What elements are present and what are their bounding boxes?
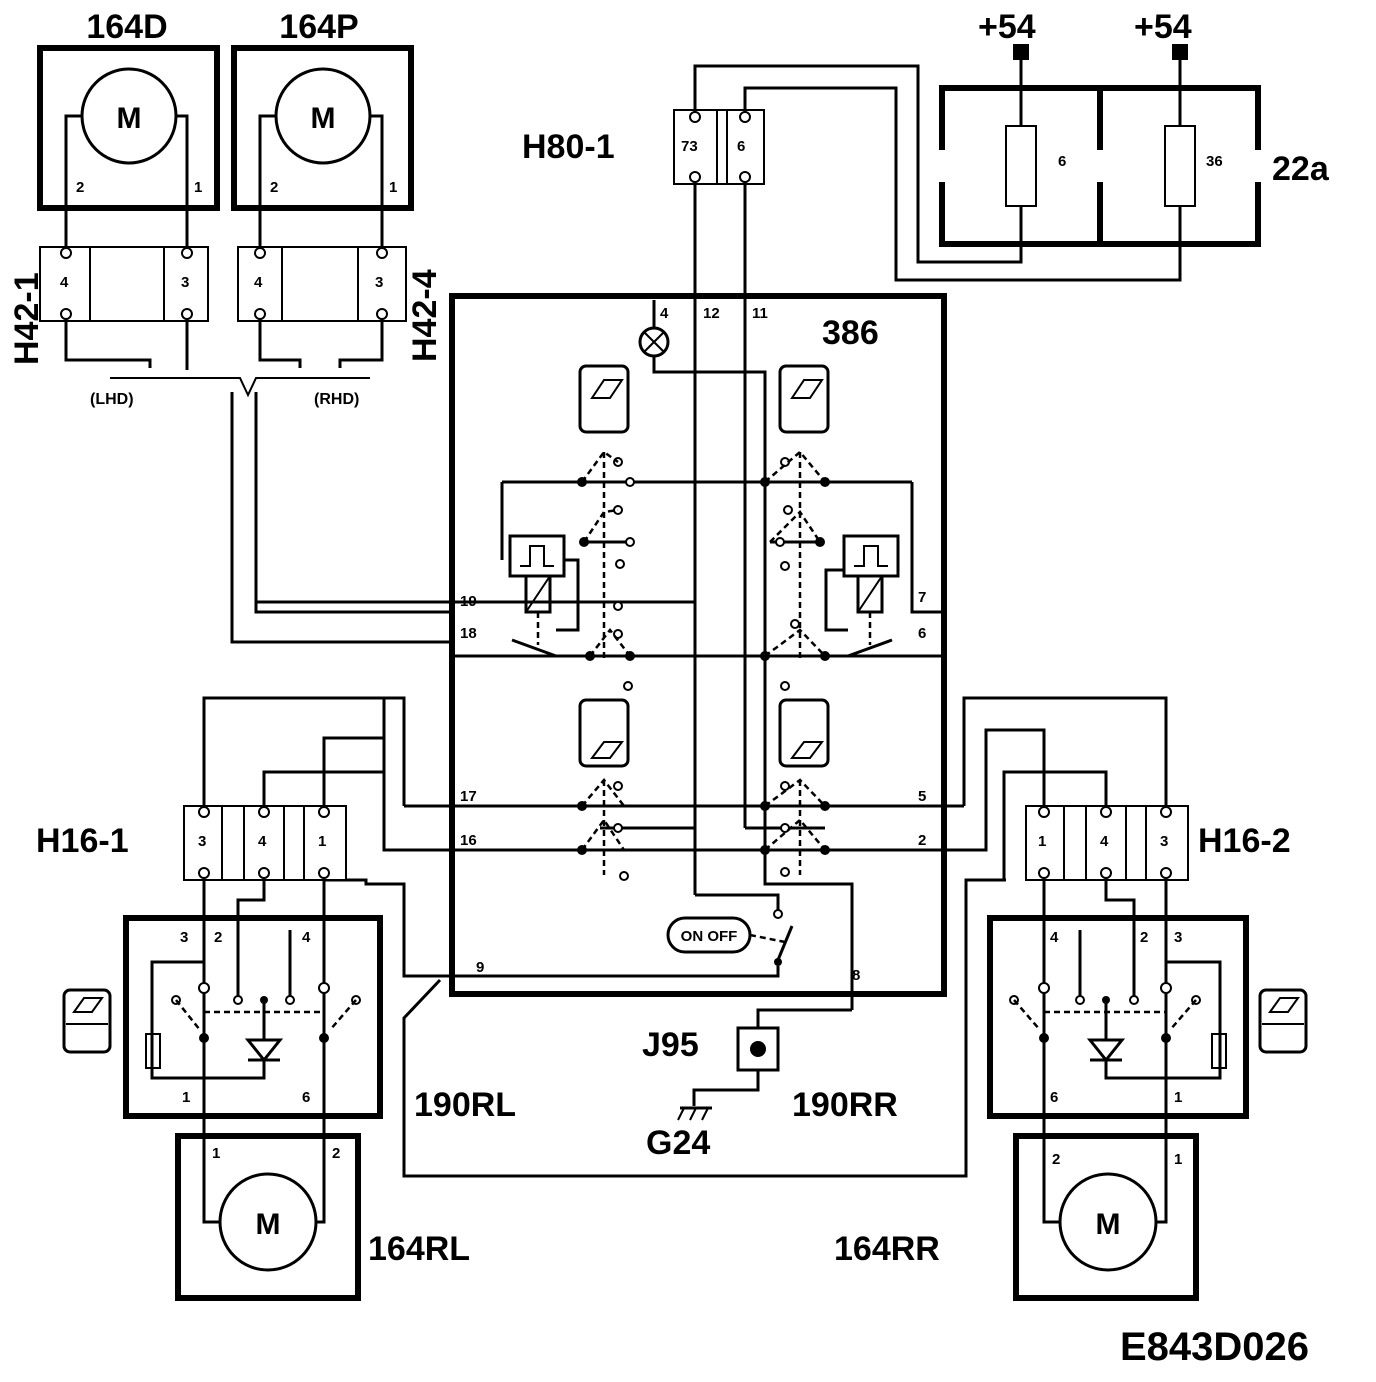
ground-G24-icon [677, 1106, 712, 1121]
label-supply-left: +54 [978, 8, 1036, 46]
pin-H80-1-6: 6 [737, 138, 745, 155]
pin-190RL-3: 3 [180, 929, 188, 946]
pin-H16-1-4: 4 [258, 833, 267, 850]
connector-H16-2: 1 4 3 [1025, 805, 1189, 881]
pin-386-8: 8 [852, 967, 860, 984]
label-lhd: (LHD) [90, 391, 134, 408]
motor-164RR-symbol: M [1096, 1208, 1121, 1241]
pin-386-12: 12 [703, 305, 720, 322]
pin-H16-2-3: 3 [1160, 833, 1168, 850]
window-up-icon-right [778, 364, 830, 434]
motor-164RL: M 1 2 [175, 1133, 361, 1301]
pin-164D-1: 1 [194, 179, 202, 196]
connector-H80-1: 73 6 [673, 109, 765, 185]
window-switch-190RR: 4 2 3 6 1 [987, 878, 1249, 1136]
pin-H16-1-1: 1 [318, 833, 326, 850]
pin-190RR-3: 3 [1174, 929, 1182, 946]
pin-386-4: 4 [660, 305, 669, 322]
pin-164P-2: 2 [270, 179, 278, 196]
junction-J95 [692, 1008, 852, 1106]
switch-contacts [577, 450, 830, 881]
pin-190RL-2: 2 [214, 929, 222, 946]
window-down-icon-right [778, 698, 830, 768]
pin-H42-4-4: 4 [254, 274, 263, 291]
motor-164D: M 2 1 [37, 45, 220, 250]
window-down-icon-left [578, 698, 630, 768]
pin-386-7: 7 [918, 589, 926, 606]
pin-164RL-1: 1 [212, 1145, 220, 1162]
lhd-rhd-selector: (LHD) (RHD) [64, 319, 452, 644]
pin-386-2: 2 [918, 832, 926, 849]
pin-386-6: 6 [918, 625, 926, 642]
pin-164RL-2: 2 [332, 1145, 340, 1162]
fusebox-22a: 6 36 [937, 44, 1263, 280]
pin-H42-1-3: 3 [181, 274, 189, 291]
label-H42-4: H42-4 [406, 269, 444, 362]
pin-190RR-1: 1 [1174, 1089, 1182, 1106]
fuse-6-label: 6 [1058, 153, 1066, 170]
pin-190RR-6: 6 [1050, 1089, 1058, 1106]
label-H16-2: H16-2 [1198, 822, 1291, 860]
label-G24: G24 [646, 1124, 710, 1162]
figure-code: E843D026 [1120, 1325, 1309, 1369]
label-386: 386 [822, 314, 879, 352]
window-switch-icon-left [62, 988, 112, 1054]
label-164RL: 164RL [368, 1230, 470, 1268]
pin-H42-1-4: 4 [60, 274, 69, 291]
pin-H16-2-4: 4 [1100, 833, 1109, 850]
pin-190RL-6: 6 [302, 1089, 310, 1106]
label-164P: 164P [279, 8, 358, 46]
motor-164P-symbol: M [311, 102, 336, 135]
pin-190RL-4: 4 [302, 929, 311, 946]
label-rhd: (RHD) [314, 391, 359, 408]
relay-left [508, 534, 580, 645]
pin-H16-1-3: 3 [198, 833, 206, 850]
pin-190RR-2: 2 [1140, 929, 1148, 946]
window-up-icon-left [578, 364, 630, 434]
on-off-label: ON OFF [681, 928, 738, 945]
connector-H16-1: 3 4 1 [183, 805, 347, 881]
motor-164RR: M 2 1 [1013, 1133, 1199, 1301]
label-22a: 22a [1272, 150, 1330, 188]
pin-164P-1: 1 [389, 179, 397, 196]
pin-386-18: 18 [460, 625, 477, 642]
pin-H80-1-73: 73 [681, 138, 698, 155]
motor-164RL-symbol: M [256, 1208, 281, 1241]
pin-190RL-1: 1 [182, 1089, 190, 1106]
pin-H16-2-1: 1 [1038, 833, 1046, 850]
window-switch-icon-right [1258, 988, 1308, 1054]
pin-386-11: 11 [752, 305, 768, 322]
window-switch-190RL: 3 2 4 1 6 [123, 878, 383, 1136]
label-H80-1: H80-1 [522, 128, 615, 166]
pin-386-16: 16 [460, 832, 477, 849]
label-H42-1: H42-1 [8, 272, 46, 365]
pin-386-17: 17 [460, 788, 477, 805]
fuse-36-label: 36 [1206, 153, 1223, 170]
pin-164RR-2: 2 [1052, 1151, 1060, 1168]
label-H16-1: H16-1 [36, 822, 129, 860]
connector-H42-4: 4 3 [237, 246, 407, 322]
pin-386-5: 5 [918, 788, 926, 805]
motor-164P: M 2 1 [231, 45, 414, 250]
on-off-switch: ON OFF [452, 909, 794, 978]
label-164D: 164D [86, 8, 167, 46]
label-164RR: 164RR [834, 1230, 940, 1268]
pin-164RR-1: 1 [1174, 1151, 1182, 1168]
label-190RL: 190RL [414, 1086, 516, 1124]
label-190RR: 190RR [792, 1086, 898, 1124]
pin-164D-2: 2 [76, 179, 84, 196]
module-386: 386 4 12 11 19 18 17 16 9 8 7 6 5 2 [256, 182, 964, 1010]
label-supply-right: +54 [1134, 8, 1192, 46]
label-J95: J95 [642, 1026, 699, 1064]
connector-H42-1: 4 3 [39, 246, 209, 322]
motor-164D-symbol: M [117, 102, 142, 135]
relay-right [824, 534, 900, 645]
pin-H42-4-3: 3 [375, 274, 383, 291]
pin-190RR-4: 4 [1050, 929, 1059, 946]
pin-386-9: 9 [476, 959, 484, 976]
